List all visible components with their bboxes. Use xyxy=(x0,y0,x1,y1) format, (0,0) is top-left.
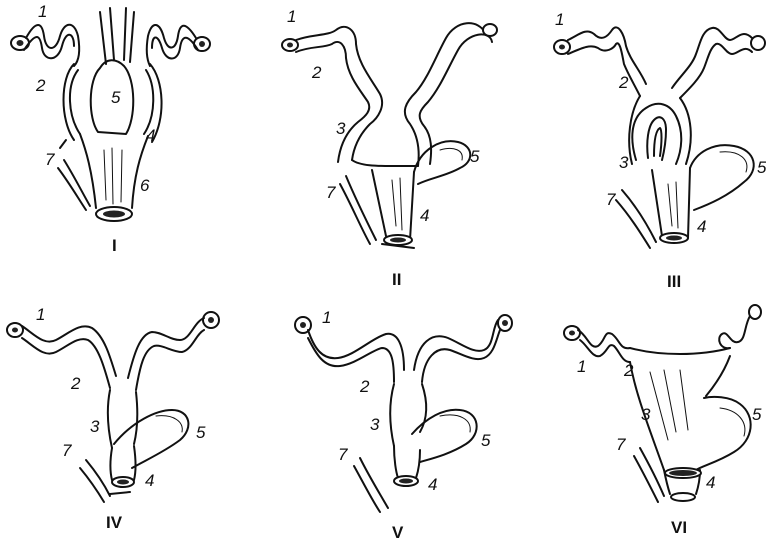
panel-6-label-5: 5 xyxy=(752,405,762,424)
panel-2-label-7: 7 xyxy=(326,183,336,202)
panel-1-drawing xyxy=(11,8,210,221)
panel-3-label-2: 2 xyxy=(618,73,629,92)
panel-4-label-1: 1 xyxy=(36,305,45,324)
panel-3-label-7: 7 xyxy=(606,190,616,209)
panel-2-drawing xyxy=(282,23,497,248)
panel-1-label-7: 7 xyxy=(45,150,55,169)
panel-3-drawing xyxy=(554,27,765,248)
panel-4-label-4: 4 xyxy=(145,471,154,490)
panel-4-label-5: 5 xyxy=(196,423,206,442)
panel-5-label-7: 7 xyxy=(338,445,348,464)
panel-4-label-7: 7 xyxy=(62,441,72,460)
panel-2-label-4: 4 xyxy=(420,206,429,225)
panel-6: 1 2 3 5 7 4 VI xyxy=(564,305,762,537)
panel-6-label-1: 1 xyxy=(577,357,586,376)
panel-4-label-2: 2 xyxy=(70,374,81,393)
panel-6-label-4: 4 xyxy=(706,473,715,492)
panel-2: 1 2 3 5 7 4 II xyxy=(282,7,497,289)
panel-4-label-3: 3 xyxy=(90,417,100,436)
panel-5-label-3: 3 xyxy=(370,415,380,434)
panel-6-drawing xyxy=(564,305,761,502)
panel-5-label-5: 5 xyxy=(481,431,491,450)
panel-3-label-1: 1 xyxy=(555,10,564,29)
panel-1-label-1: 1 xyxy=(38,2,47,21)
panel-3-label-3: 3 xyxy=(619,153,629,172)
panel-5-drawing xyxy=(295,315,512,512)
panel-4: 1 2 3 5 7 4 IV xyxy=(7,305,219,532)
panel-3-title: III xyxy=(667,272,681,291)
panel-2-label-3: 3 xyxy=(336,119,346,138)
panel-4-drawing xyxy=(7,312,219,502)
panel-2-label-1: 1 xyxy=(287,7,296,26)
panel-5-label-4: 4 xyxy=(428,475,437,494)
panel-1-label-6: 6 xyxy=(140,176,150,195)
panel-2-label-2: 2 xyxy=(311,63,322,82)
panel-6-label-2: 2 xyxy=(623,361,634,380)
panel-1-label-4: 4 xyxy=(146,126,155,145)
panel-1: 1 2 5 4 7 6 I xyxy=(11,2,210,255)
panel-5-title: V xyxy=(392,523,404,542)
panel-5-label-1: 1 xyxy=(322,308,331,327)
panel-3-label-4: 4 xyxy=(697,217,706,236)
panel-2-label-5: 5 xyxy=(470,147,480,166)
panel-1-label-2: 2 xyxy=(35,76,46,95)
panel-6-label-3: 3 xyxy=(641,405,651,424)
panel-2-title: II xyxy=(392,270,401,289)
panel-3-label-5: 5 xyxy=(757,158,766,177)
panel-3: 1 2 3 5 7 4 III xyxy=(554,10,766,291)
panel-6-label-7: 7 xyxy=(616,435,626,454)
panel-1-label-5: 5 xyxy=(111,88,121,107)
panel-6-title: VI xyxy=(671,518,687,537)
panel-5: 1 2 3 5 7 4 V xyxy=(295,308,512,542)
panel-1-title: I xyxy=(112,236,117,255)
panel-5-label-2: 2 xyxy=(359,377,370,396)
panel-4-title: IV xyxy=(106,513,123,532)
